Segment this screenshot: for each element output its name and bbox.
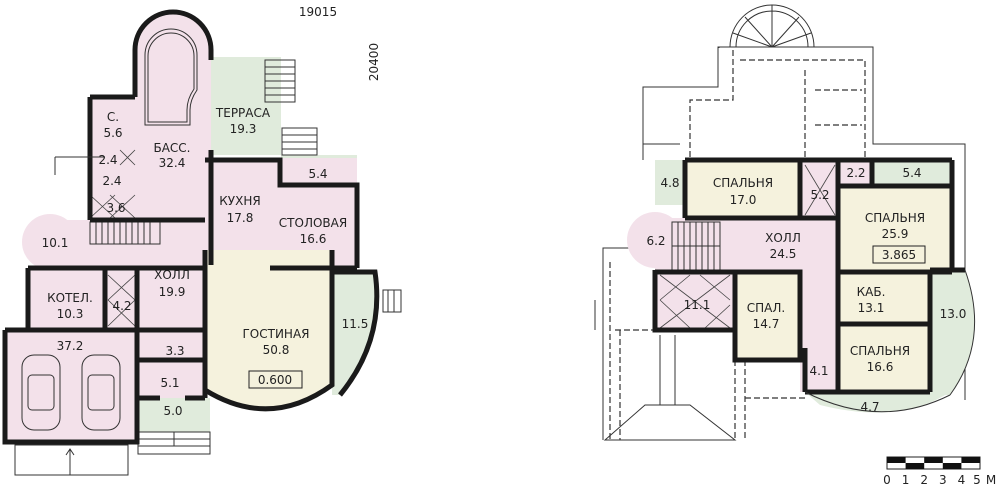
scale-tick: 1 bbox=[902, 473, 910, 487]
room-name: ХОЛЛ bbox=[154, 268, 190, 282]
room-area: 5.6 bbox=[103, 126, 122, 140]
scale-tick: 3 bbox=[939, 473, 947, 487]
room-area: 10.1 bbox=[42, 236, 69, 250]
width-dimension: 19015 bbox=[299, 5, 337, 19]
room-area: 17.0 bbox=[730, 193, 757, 207]
room-name: КАБ. bbox=[857, 285, 886, 299]
level-value: 0.600 bbox=[258, 373, 292, 387]
room-area: 5.4 bbox=[902, 166, 921, 180]
upper-balcony bbox=[872, 160, 952, 186]
room-name: СПАЛЬНЯ bbox=[865, 211, 925, 225]
ground-floor-plan: 19015 20400 bbox=[2, 5, 402, 476]
side-terrace bbox=[332, 272, 377, 395]
roof-outline bbox=[642, 46, 966, 400]
room-name: ХОЛЛ bbox=[765, 231, 801, 245]
pool-basin bbox=[144, 28, 198, 126]
room-area: 2.2 bbox=[846, 166, 865, 180]
level-marker bbox=[248, 370, 303, 389]
room-area: 25.9 bbox=[882, 227, 909, 241]
bottom-balcony bbox=[805, 392, 950, 413]
entrance-porch bbox=[138, 398, 210, 432]
room-name: СТОЛОВАЯ bbox=[279, 216, 347, 230]
room-area: 13.0 bbox=[940, 307, 967, 321]
bedroom-2 bbox=[838, 186, 952, 272]
bedroom-3 bbox=[735, 272, 800, 360]
upper-floor-plan: 4.8 СПАЛЬНЯ 17.0 5.2 2.2 5.4 СПАЛЬНЯ 25.… bbox=[594, 4, 976, 441]
room-area: 19.9 bbox=[159, 285, 186, 299]
garage bbox=[5, 330, 137, 442]
room-area: 5.2 bbox=[810, 188, 829, 202]
room-area: 16.6 bbox=[867, 360, 894, 374]
room-name: КУХНЯ bbox=[219, 194, 260, 208]
room-area: 5.4 bbox=[308, 167, 327, 181]
room-area: 4.2 bbox=[112, 299, 131, 313]
scale-tick: 5 bbox=[973, 473, 981, 487]
lower-roof bbox=[603, 404, 737, 441]
room-name: СПАЛЬНЯ bbox=[713, 176, 773, 190]
room-name: С. bbox=[107, 110, 119, 124]
room-area: 4.1 bbox=[809, 364, 828, 378]
bedroom-1 bbox=[685, 160, 800, 218]
room-area: 13.1 bbox=[858, 301, 885, 315]
room-area: 6.2 bbox=[646, 234, 665, 248]
room-area: 5.0 bbox=[163, 404, 182, 418]
room-area: 2.4 bbox=[98, 153, 117, 167]
upper-floor-walls bbox=[652, 157, 976, 413]
pool-room bbox=[135, 12, 211, 220]
closet bbox=[838, 160, 872, 184]
room-area: 37.2 bbox=[57, 339, 84, 353]
room-name: ТЕРРАСА bbox=[215, 106, 271, 120]
scale-tick: 4 bbox=[958, 473, 966, 487]
room-area: 5.1 bbox=[160, 376, 179, 390]
room-area: 2.4 bbox=[102, 174, 121, 188]
room-area: 4.8 bbox=[660, 176, 679, 190]
room-area: 17.8 bbox=[227, 211, 254, 225]
arrow-icon bbox=[65, 448, 75, 475]
car-icons bbox=[21, 354, 121, 431]
scale-tick: 0 bbox=[883, 473, 891, 487]
room-area: 4.7 bbox=[860, 400, 879, 414]
side-balcony bbox=[930, 270, 975, 395]
balcony bbox=[655, 160, 685, 205]
room-area: 11.5 bbox=[342, 317, 369, 331]
driveway bbox=[14, 444, 129, 476]
room-name: БАСС. bbox=[153, 141, 190, 155]
depth-dimension: 20400 bbox=[367, 43, 381, 81]
upper-hall bbox=[655, 218, 838, 272]
terrace-area bbox=[211, 57, 281, 155]
scale-tick: 2 bbox=[920, 473, 928, 487]
study-bedroom bbox=[838, 272, 930, 392]
scale-unit: М bbox=[986, 473, 996, 487]
boiler-hall bbox=[28, 268, 205, 330]
room-area: 10.3 bbox=[57, 307, 84, 321]
level-marker bbox=[872, 245, 926, 264]
room-area: 19.3 bbox=[230, 122, 257, 136]
room-name: КОТЕЛ. bbox=[47, 291, 93, 305]
ground-floor-walls bbox=[2, 9, 380, 445]
room-area: 32.4 bbox=[159, 156, 186, 170]
room-area: 14.7 bbox=[753, 317, 780, 331]
hall-upper bbox=[50, 220, 205, 270]
room-area: 16.6 bbox=[300, 232, 327, 246]
room-area: 11.1 bbox=[684, 298, 711, 312]
room-name: СПАЛ. bbox=[747, 301, 785, 315]
living-room bbox=[205, 250, 332, 409]
small-rooms bbox=[137, 330, 205, 398]
room-area: 3.6 bbox=[106, 201, 125, 215]
utility-rooms bbox=[90, 97, 135, 220]
level-value: 3.865 bbox=[882, 248, 916, 262]
room-name: ГОСТИНАЯ bbox=[242, 327, 309, 341]
scale-bar: 0 1 2 3 4 5 М bbox=[883, 456, 996, 487]
room-name: СПАЛЬНЯ bbox=[850, 344, 910, 358]
room-area: 50.8 bbox=[263, 343, 290, 357]
room-area: 3.3 bbox=[165, 344, 184, 358]
room-area: 24.5 bbox=[770, 247, 797, 261]
